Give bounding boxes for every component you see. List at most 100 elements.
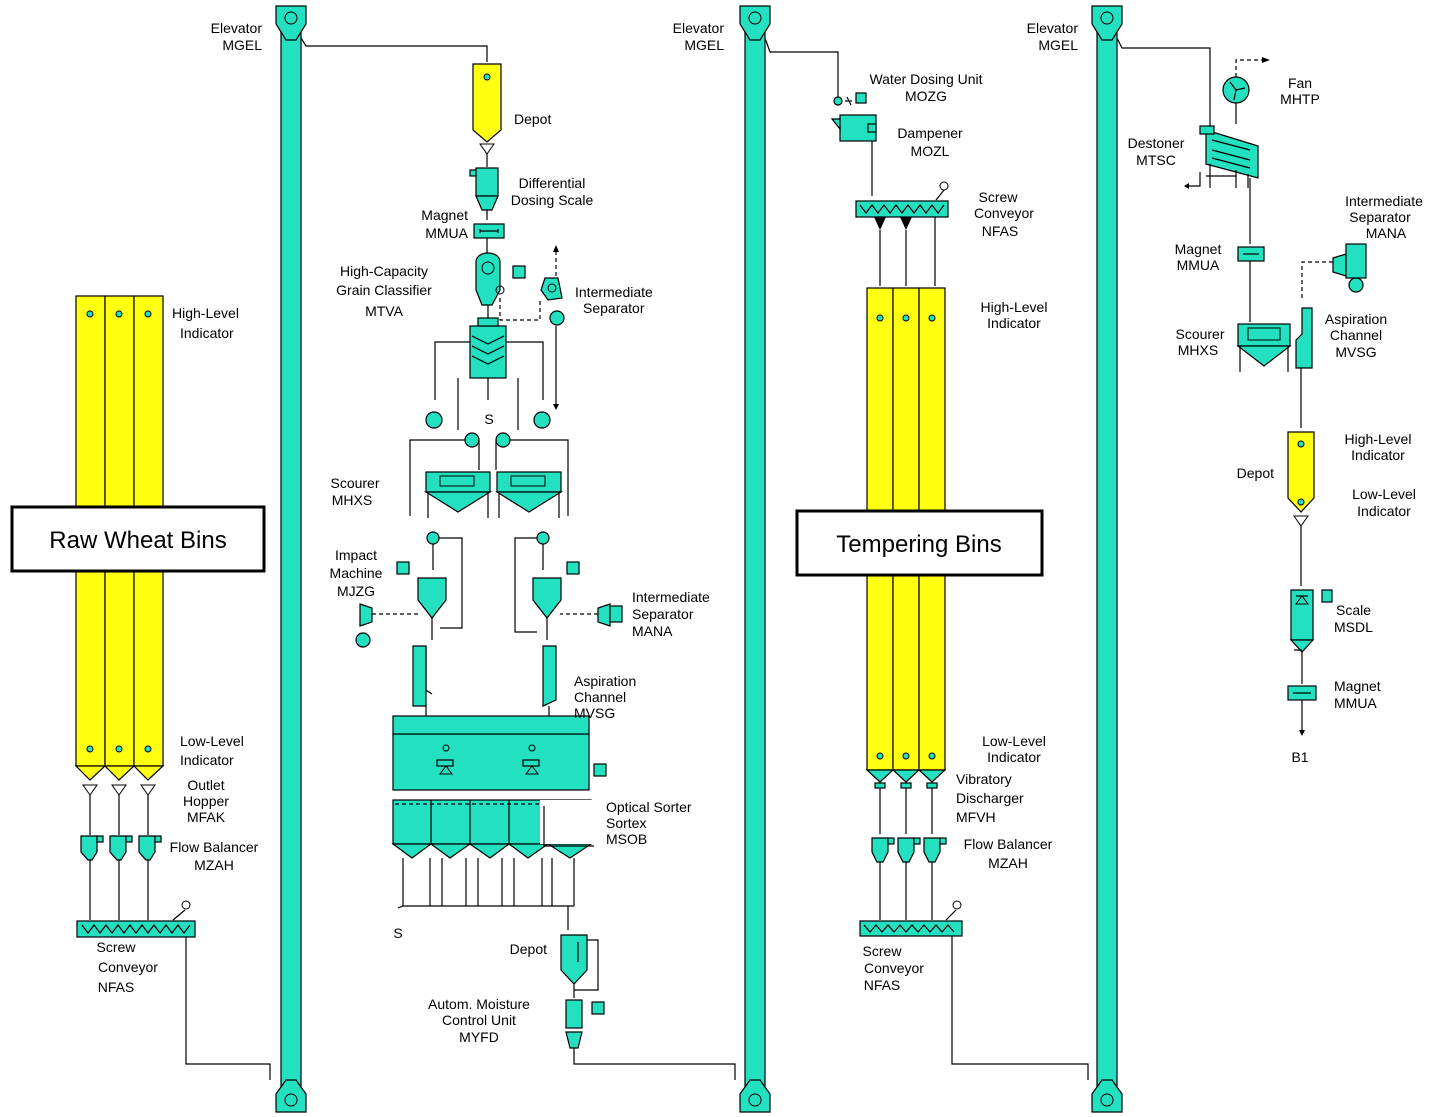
water-dosing-unit [833,92,867,106]
scourer-2 [1236,323,1292,372]
raw-outlet-hopper-0: Outlet [187,777,224,793]
differential-dosing-scale [469,167,499,220]
sep-1-1: Separator [583,300,645,316]
moisture-control-unit [565,999,736,1080]
aspiration-2-2: MVSG [1335,344,1376,360]
aspiration-2-0: Aspiration [1325,311,1387,327]
sorter-1: Sortex [606,815,646,831]
raw-wheat-bins-title: Raw Wheat Bins [49,527,226,554]
temp-screw-bottom [859,900,963,937]
magnet-1-1: MMUA [425,225,468,241]
moisture-0: Autom. Moisture [428,996,530,1012]
tempering-bins-label-box [795,509,1044,577]
destoner-1: MTSC [1136,152,1176,168]
magnet-3-0: Magnet [1334,678,1381,694]
raw-flow-balancer-1: MZAH [194,857,234,873]
classifier-0: High-Capacity [340,263,428,279]
c-tag-right [533,411,551,429]
raw-screw-1: Conveyor [98,959,158,975]
raw-screw-2: NFAS [98,979,135,995]
vibratory-1: Discharger [956,790,1024,806]
grain-classifier [434,252,544,430]
scourer-2-0: Scourer [1175,326,1224,342]
elevator-1-label-0: Elevator [211,20,263,36]
moisture-1: Control Unit [442,1012,516,1028]
intermediate-separators-2 [355,603,623,648]
temp-low-level-1: Indicator [987,749,1041,765]
impact-0: Impact [335,547,377,563]
fan-1: MHTP [1280,91,1320,107]
scourer-1-0: Scourer [330,475,379,491]
depot3-low-0: Low-Level [1352,486,1416,502]
magnet-3-1: MMUA [1334,695,1377,711]
vibratory-2: MFVH [956,809,996,825]
temp-screw-top-0: Screw [979,189,1019,205]
dampener-0: Dampener [897,125,963,141]
raw-screw-conveyor [76,900,196,938]
vibratory-0: Vibratory [956,771,1012,787]
water-dosing-0: Water Dosing Unit [869,71,982,87]
depot3-high-1: Indicator [1351,447,1405,463]
raw-low-level-0: Low-Level [180,733,244,749]
dampener-1: MOZL [911,143,950,159]
raw-outlet-hopper-1: Hopper [183,793,229,809]
raw-outlet-hopper-2: MFAK [187,809,226,825]
fan-0: Fan [1288,75,1312,91]
temp-flow-balancers [871,837,947,920]
raw-high-level-1: Indicator [180,325,234,341]
depot-1-label: Depot [514,111,551,127]
optical-sorter [391,715,607,859]
temp-high-level-1: Indicator [987,315,1041,331]
temp-screw-top [855,181,949,286]
sep-2-2: MANA [632,623,673,639]
temp-screw-bottom-0: Screw [863,943,903,959]
magnet-2-1: MMUA [1177,257,1220,273]
aspiration-1-0: Aspiration [574,673,636,689]
temp-screw-bottom-1: Conveyor [864,960,924,976]
s-label-1: S [484,411,493,427]
fan [1222,57,1270,124]
magnet-2-0: Magnet [1175,241,1222,257]
elevator-3 [1091,5,1123,1113]
s-label-2: S [393,925,402,941]
elevator-1-label-1: MGEL [222,37,262,53]
scale-1: MSDL [1334,619,1373,635]
scourer-2-1: MHXS [1178,342,1218,358]
destoner [1184,125,1259,244]
vibratory-dischargers [874,782,938,834]
moisture-2: MYFD [459,1029,499,1045]
aspiration-1-2: MVSG [574,705,615,721]
magnet-2 [1237,246,1265,322]
intermediate-separator-3 [1301,243,1367,300]
tempering-bins-title: Tempering Bins [836,531,1001,558]
sorter-0: Optical Sorter [606,799,692,815]
aspiration-2-1: Channel [1330,327,1382,343]
scourer-1 [423,471,564,518]
temp-flow-balancer-1: MZAH [988,855,1028,871]
depot-3-label: Depot [1237,465,1274,481]
raw-flow-balancer-0: Flow Balancer [170,839,259,855]
aspiration-1-1: Channel [574,689,626,705]
classifier-1: Grain Classifier [336,282,432,298]
raw-screw-0: Screw [97,939,137,955]
temp-screw-top-1: Conveyor [974,205,1034,221]
intermediate-separator-1 [540,245,565,410]
impact-machines [396,531,580,640]
raw-low-level-1: Indicator [180,752,234,768]
raw-outlet-hoppers [82,784,156,835]
magnet-1 [473,223,505,256]
temp-low-level-0: Low-Level [982,733,1046,749]
b1-label: B1 [1291,749,1308,765]
elevator-2-label-1: MGEL [684,37,724,53]
raw-wheat-bins-label-box [10,505,266,573]
elevator-2-label-0: Elevator [673,20,725,36]
impact-1: Machine [330,565,383,581]
destoner-0: Destoner [1128,135,1185,151]
sep-3-1: Separator [1349,209,1411,225]
temp-screw-bottom-2: NFAS [864,977,901,993]
c-tag-left [425,411,443,429]
scale-msdl [1289,589,1333,684]
depot-2-label: Depot [510,941,547,957]
aspiration-channel-2 [1295,307,1313,428]
